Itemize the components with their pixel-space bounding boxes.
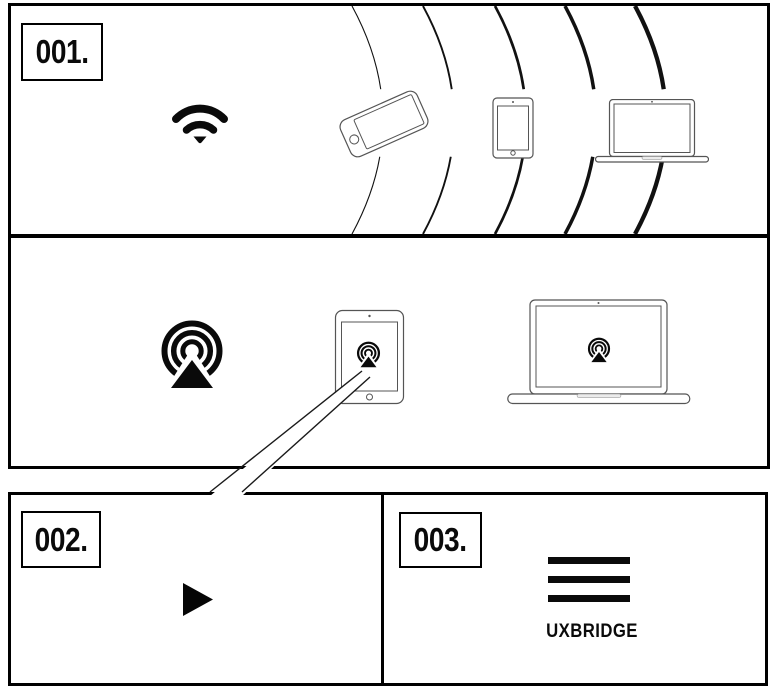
airplay-audio-icon-small [587, 337, 611, 363]
radio-waves [351, 6, 669, 234]
airplay-audio-icon-small [356, 341, 381, 368]
step-2-label-box: 002. [21, 511, 101, 568]
step-1-label-box: 001. [21, 23, 103, 81]
smartphone [339, 90, 429, 158]
panel-step-2 [8, 235, 770, 469]
wifi-icon [172, 104, 228, 144]
grille-bar [548, 576, 630, 583]
step-1-label: 001. [35, 33, 89, 70]
grille-bar [548, 557, 630, 564]
airplay-audio-icon [161, 320, 223, 390]
step-3-label: 003. [414, 521, 467, 558]
step-3-label-box: 003. [399, 512, 482, 568]
tablet [492, 97, 534, 159]
grille-bar [548, 595, 630, 602]
play-icon [183, 583, 213, 616]
step-2-label: 002. [34, 520, 88, 558]
device-name-text: UXBRIDGE [546, 621, 638, 642]
laptop [595, 99, 709, 163]
speaker-grille-icon [548, 557, 630, 602]
laptop-with-airplay [507, 299, 691, 405]
panel-step-3-speaker [381, 492, 768, 686]
